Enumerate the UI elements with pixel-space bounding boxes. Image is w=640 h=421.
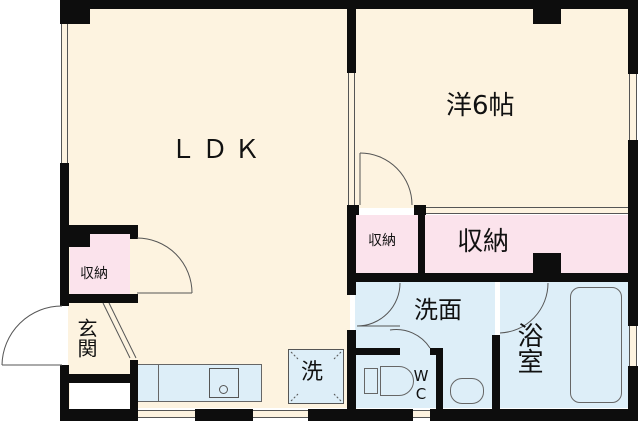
bathroom-floor [500, 282, 630, 408]
wall-bottom-left [60, 409, 138, 421]
wall-ldk-wash [347, 330, 356, 421]
closet-sliding-door[interactable] [426, 207, 628, 214]
wall-toilet-right [436, 348, 443, 421]
toilet-floor [356, 352, 436, 408]
wall-entrance-bottom [60, 374, 138, 383]
wall-closet-column [533, 253, 561, 275]
room-label-closet-small-left: 収納 [80, 266, 108, 282]
wall-western-top-column [533, 0, 561, 24]
wall-closet-top-left [347, 205, 359, 215]
wall-toilet-top [356, 348, 400, 355]
window-kitchen-right[interactable] [253, 410, 308, 418]
wall-bottom-mid [195, 409, 253, 421]
toilet-tank [364, 368, 378, 394]
wall-ldk-western-lower [347, 205, 356, 295]
wall-closet-left-top [60, 225, 138, 234]
wall-toilet-corner [430, 348, 443, 355]
closet-small-right-floor [355, 215, 420, 273]
wall-closet-left-right [130, 225, 138, 239]
window-bath-right[interactable] [629, 326, 637, 366]
kitchen-counter [137, 364, 262, 402]
window-ldk-right[interactable] [348, 73, 355, 205]
room-label-closet-small-right: 収納 [368, 233, 396, 249]
sink-drain-icon [219, 385, 228, 394]
wall-closet-bottom [347, 273, 638, 282]
room-label-closet-large: 収納 [457, 227, 510, 257]
wall-wash-bath [492, 335, 500, 421]
door-western-arc [359, 152, 413, 206]
window-kitchen-left[interactable] [138, 410, 195, 418]
kitchen-sink [209, 368, 239, 398]
wall-right-mid [628, 140, 638, 326]
wall-closet-left-notch [60, 225, 90, 247]
kitchen-divider [158, 364, 159, 402]
window-ldk-left[interactable] [61, 24, 68, 163]
wall-closet-divider [418, 205, 425, 275]
wall-entrance-right [130, 360, 138, 421]
bathtub [570, 287, 622, 403]
wall-bottom-right [308, 409, 413, 421]
wall-closet-left-bottom [60, 294, 138, 303]
room-label-bathroom: 浴室 [513, 322, 543, 374]
western-room-floor [355, 8, 630, 208]
room-label-ldk: ＬＤＫ [170, 135, 267, 165]
window-toilet[interactable] [413, 410, 430, 418]
room-label-toilet: WC [412, 367, 430, 403]
washer-label: 洗 [301, 360, 324, 385]
toilet-bowl [380, 366, 414, 396]
room-label-entrance: 玄関 [74, 318, 98, 358]
wall-bottom-far [430, 409, 638, 421]
wall-right-top [628, 0, 638, 74]
washbasin [450, 378, 484, 404]
wall-left-corner [60, 0, 90, 24]
window-western-right[interactable] [629, 74, 637, 140]
wall-left-lower [60, 365, 69, 421]
wall-right-bottom [628, 366, 638, 421]
closet-large-floor [425, 215, 630, 273]
wall-ldk-western-upper [347, 0, 356, 73]
entrance-step [70, 382, 130, 408]
room-label-western: 洋6帖 [446, 91, 515, 121]
room-label-washroom: 洗面 [414, 296, 462, 324]
